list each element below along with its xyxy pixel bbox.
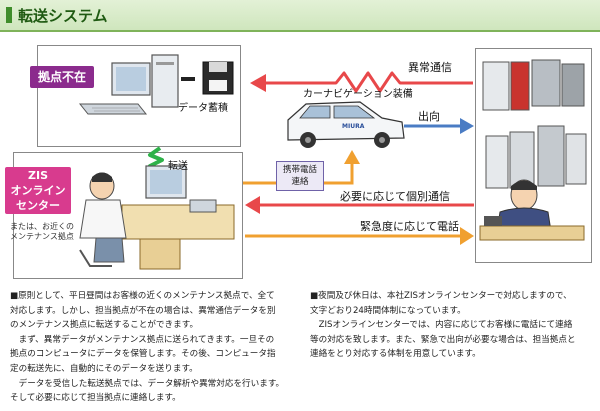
dash-mark xyxy=(181,77,195,81)
data-storage-label: データ蓄積 xyxy=(178,103,228,114)
abnormal-signal-arrow xyxy=(262,71,473,93)
mobile-contact-line-1: 携帯電話 xyxy=(282,165,317,175)
right-desc-line: ■夜間及び休日は、本社ZISオンラインセンターで対応しますので、 xyxy=(310,291,572,301)
right-desc-line: 等の対応を致します。また、緊急で出向が必要な場合は、担当拠点と xyxy=(310,334,576,345)
page-title: 転送システム xyxy=(18,7,108,25)
left-desc-line: そして必要に応じて担当拠点に連絡します。 xyxy=(10,393,181,404)
right-desc-line: 文字どおり24時間体制になっています。 xyxy=(310,305,466,316)
mobile-contact-line-2: 連絡 xyxy=(291,177,309,187)
abnormal-comm-label: 異常通信 xyxy=(408,61,452,74)
absent-base-label: 拠点不在 xyxy=(30,66,94,88)
left-desc-line: のメンテナンス拠点に転送することができます。 xyxy=(10,320,199,331)
car-brand-label: MIURA xyxy=(342,123,365,130)
mobile-contact-arrow xyxy=(344,150,360,164)
mobile-contact-box: 携帯電話 連絡 xyxy=(276,161,324,191)
page-header: 転送システム xyxy=(0,0,600,32)
left-desc-line: 対応します。しかし、担当拠点が不在の場合は、異常通信データを別 xyxy=(10,305,276,316)
right-description: ■夜間及び休日は、本社ZISオンラインセンターで対応しますので、 文字どおり24… xyxy=(310,289,595,362)
note-line-2: メンテナンス拠点 xyxy=(10,232,74,241)
note-line-1: または、お近くの xyxy=(10,222,74,231)
online-center-line-1: ZIS xyxy=(28,169,48,182)
left-description: ■原則として、平日昼間はお客様の近くのメンテナンス拠点で、全て 対応します。しか… xyxy=(10,289,300,406)
left-desc-line: まず、異常データがメンテナンス拠点に送られてきます。一旦その xyxy=(10,334,275,345)
left-desc-line: 定の転送先に、自動的にそのデータを送ります。 xyxy=(10,363,198,374)
left-desc-line: 拠点のコンピュータにデータを保管します。その後、コンピュータ指 xyxy=(10,349,276,360)
individual-comm-arrow xyxy=(245,196,260,214)
left-desc-line: ■原則として、平日昼間はお客様の近くのメンテナンス拠点で、全て xyxy=(10,291,275,301)
online-center-line-2: オンライン xyxy=(10,184,66,197)
service-car-icon xyxy=(287,101,405,148)
transfer-label: 転送 xyxy=(168,161,188,172)
boiler-equipment-icon xyxy=(482,59,587,189)
right-desc-line: 連絡をとり対応する体制を用意しています。 xyxy=(310,349,481,360)
urgent-call-label: 緊急度に応じて電話 xyxy=(360,220,459,233)
right-desc-line: ZISオンラインセンターでは、内容に応じてお客様に電話にて連絡 xyxy=(310,320,573,331)
departure-label: 出向 xyxy=(418,110,440,123)
floppy-disk-icon xyxy=(202,61,234,95)
individual-comm-label: 必要に応じて個別通信 xyxy=(340,190,450,203)
customer-manager-icon xyxy=(479,179,585,241)
urgent-call-arrow xyxy=(460,227,474,245)
online-center-line-3: センター xyxy=(16,199,60,212)
online-center-note: または、お近くの メンテナンス拠点 xyxy=(10,222,74,242)
online-center-label: ZIS オンライン センター xyxy=(5,167,71,214)
header-marker xyxy=(6,7,12,23)
car-navigation-label: カーナビゲーション装備 xyxy=(303,89,413,100)
departure-arrow xyxy=(460,118,474,134)
absent-base-computer-icon xyxy=(78,54,179,115)
operator-desk-icon xyxy=(79,165,235,270)
left-desc-line: データを受信した転送拠点では、データ解析や異常対応を行います。 xyxy=(10,378,285,389)
